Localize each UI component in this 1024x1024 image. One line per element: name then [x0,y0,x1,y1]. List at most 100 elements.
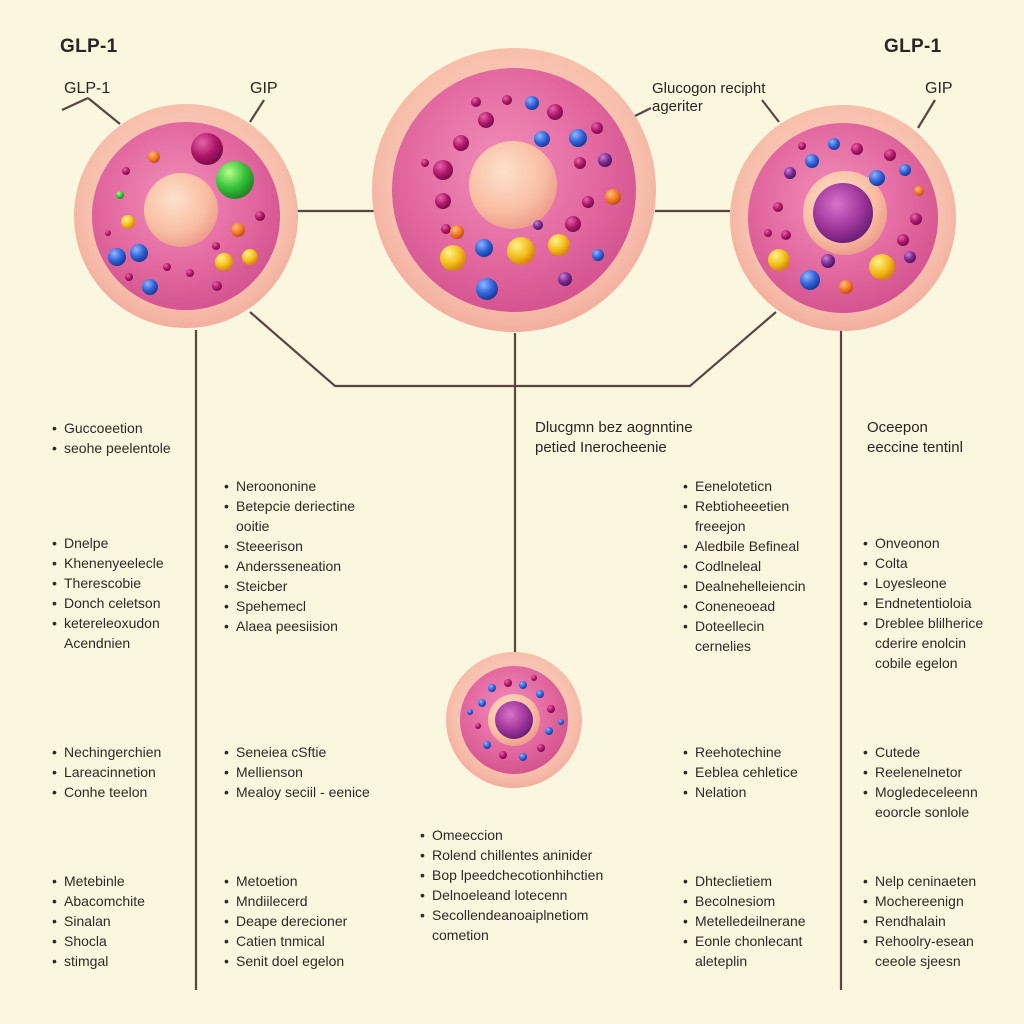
granule [591,122,603,134]
granule [108,248,126,266]
right-heading-line1: Oceepon [867,419,928,436]
granule [212,242,220,250]
granule [821,254,835,268]
bullet-item: freeejon [695,518,746,534]
pointer-right-cell-top [761,99,780,123]
bullet-item: Steicber [224,576,355,596]
bullet-item: Bop lpeedchecotionhihctien [420,865,603,885]
granule [605,189,621,205]
granule [884,149,896,161]
cell-small [446,652,582,788]
granule [255,211,265,221]
bullet-item: Dreblee blilherice [863,613,983,633]
bullet-item: ketereleoxudon [52,613,164,633]
bullet-item: Mealoy seciil - eenice [224,782,370,802]
bullet-list: DhteclietiemBecolnesiomMetelledeilnerane… [683,871,806,971]
granule [805,154,819,168]
bullet-item: aleteplin [695,953,748,969]
granule [519,753,527,761]
granule [478,699,486,707]
connector-lines [61,97,936,990]
granule [130,244,148,262]
granule [565,216,581,232]
granule [764,229,772,237]
bullet-item: eoorcle sonlole [875,804,970,820]
bullet-item: Nechingerchien [52,742,161,762]
granule [781,230,791,240]
bullet-item: Dnelpe [52,533,164,553]
bullet-item: Andersseneation [224,556,355,576]
bullet-list: CutedeReelenelnetorMogledeceleenneoorcle… [863,742,978,822]
text-block: DhteclietiemBecolnesiomMetelledeilnerane… [683,871,806,971]
bullet-list: OnveononColtaLoyesleoneEndnetentioloiaDr… [863,533,983,673]
granule [519,681,527,689]
granule [914,186,924,196]
granule [558,272,572,286]
bullet-item: Senit doel egelon [224,951,347,971]
bullet-item: Rolend chillentes aninider [420,845,603,865]
pointer-glp1-left-b [87,97,121,125]
bullet-item: Mellienson [224,762,370,782]
granule [433,160,453,180]
mid-heading-line2: petied Inerocheenie [535,439,667,456]
bullet-item: Khenenyeelecle [52,553,164,573]
granule [869,170,885,186]
bullet-item: Catien tnmical [224,931,347,951]
pointer-glp1-left [61,97,89,111]
pointer-gip-left [249,99,265,123]
bullet-list: Seneiea cSftieMelliensonMealoy seciil - … [224,742,370,802]
bullet-item: Onveonon [863,533,983,553]
granule [768,249,790,271]
granule [476,278,498,300]
bullet-item: Rebtioheeetien [683,496,806,516]
text-block: OmeeccionRolend chillentes aniniderBop l… [420,825,603,945]
granule [471,97,481,107]
cell-left-nucleus [144,173,218,247]
bullet-list: OmeeccionRolend chillentes aniniderBop l… [420,825,603,945]
bullet-item: Becolnesiom [683,891,806,911]
right-heading-line2: eeccine tentinl [867,439,963,456]
text-block: MetoetionMndiilecerdDeape derecionerCati… [224,871,347,971]
bullet-item: Steeerison [224,536,355,556]
granule [475,723,481,729]
granule [547,705,555,713]
bullet-item: Guccoeetion [52,418,171,438]
bullet-list: MetebinleAbacomchiteSinalanShoclastimgal [52,871,145,971]
bullet-item: Loyesleone [863,573,983,593]
bullet-item: Rehoolry-esean [863,931,976,951]
text-block: MetebinleAbacomchiteSinalanShoclastimgal [52,871,145,971]
bullet-item: Neroononine [224,476,355,496]
granule [142,279,158,295]
bullet-list: EeneloteticnRebtioheeetienfreeejonAledbi… [683,476,806,656]
text-block: NechingerchienLareacinnetionConhe teelon [52,742,161,802]
granule [534,131,550,147]
bullet-item: Deape derecioner [224,911,347,931]
connector-bottom-bracket [249,311,777,388]
granule [784,167,796,179]
bullet-item: Metoetion [224,871,347,891]
granule [536,690,544,698]
text-block: CutedeReelenelnetorMogledeceleenneoorcle… [863,742,978,822]
bullet-item: cernelies [695,638,752,654]
mid-heading-line1: Dlucgmn bez aognntine [535,419,693,436]
granule [440,245,466,271]
granule [545,727,553,735]
bullet-item: Rendhalain [863,911,976,931]
bullet-item: cometion [432,927,489,943]
text-block: EeneloteticnRebtioheeetienfreeejonAledbi… [683,476,806,656]
bullet-item: Dhteclietiem [683,871,806,891]
bullet-list: MetoetionMndiilecerdDeape derecionerCati… [224,871,347,971]
bullet-item: Omeeccion [420,825,603,845]
center-cell-label-line1: Glucogon recipht [652,80,766,97]
granule [537,744,545,752]
bullet-item: Acendnien [64,635,131,651]
granule [531,675,537,681]
granule [533,220,543,230]
granule [504,679,512,687]
bullet-item: Codlneleal [683,556,806,576]
bullet-list: DnelpeKhenenyeelecleTherescobieDonch cel… [52,533,164,653]
cell-center [372,48,656,332]
granule [216,161,254,199]
bullet-list: Guccoeetionseohe peelentole [52,418,171,458]
